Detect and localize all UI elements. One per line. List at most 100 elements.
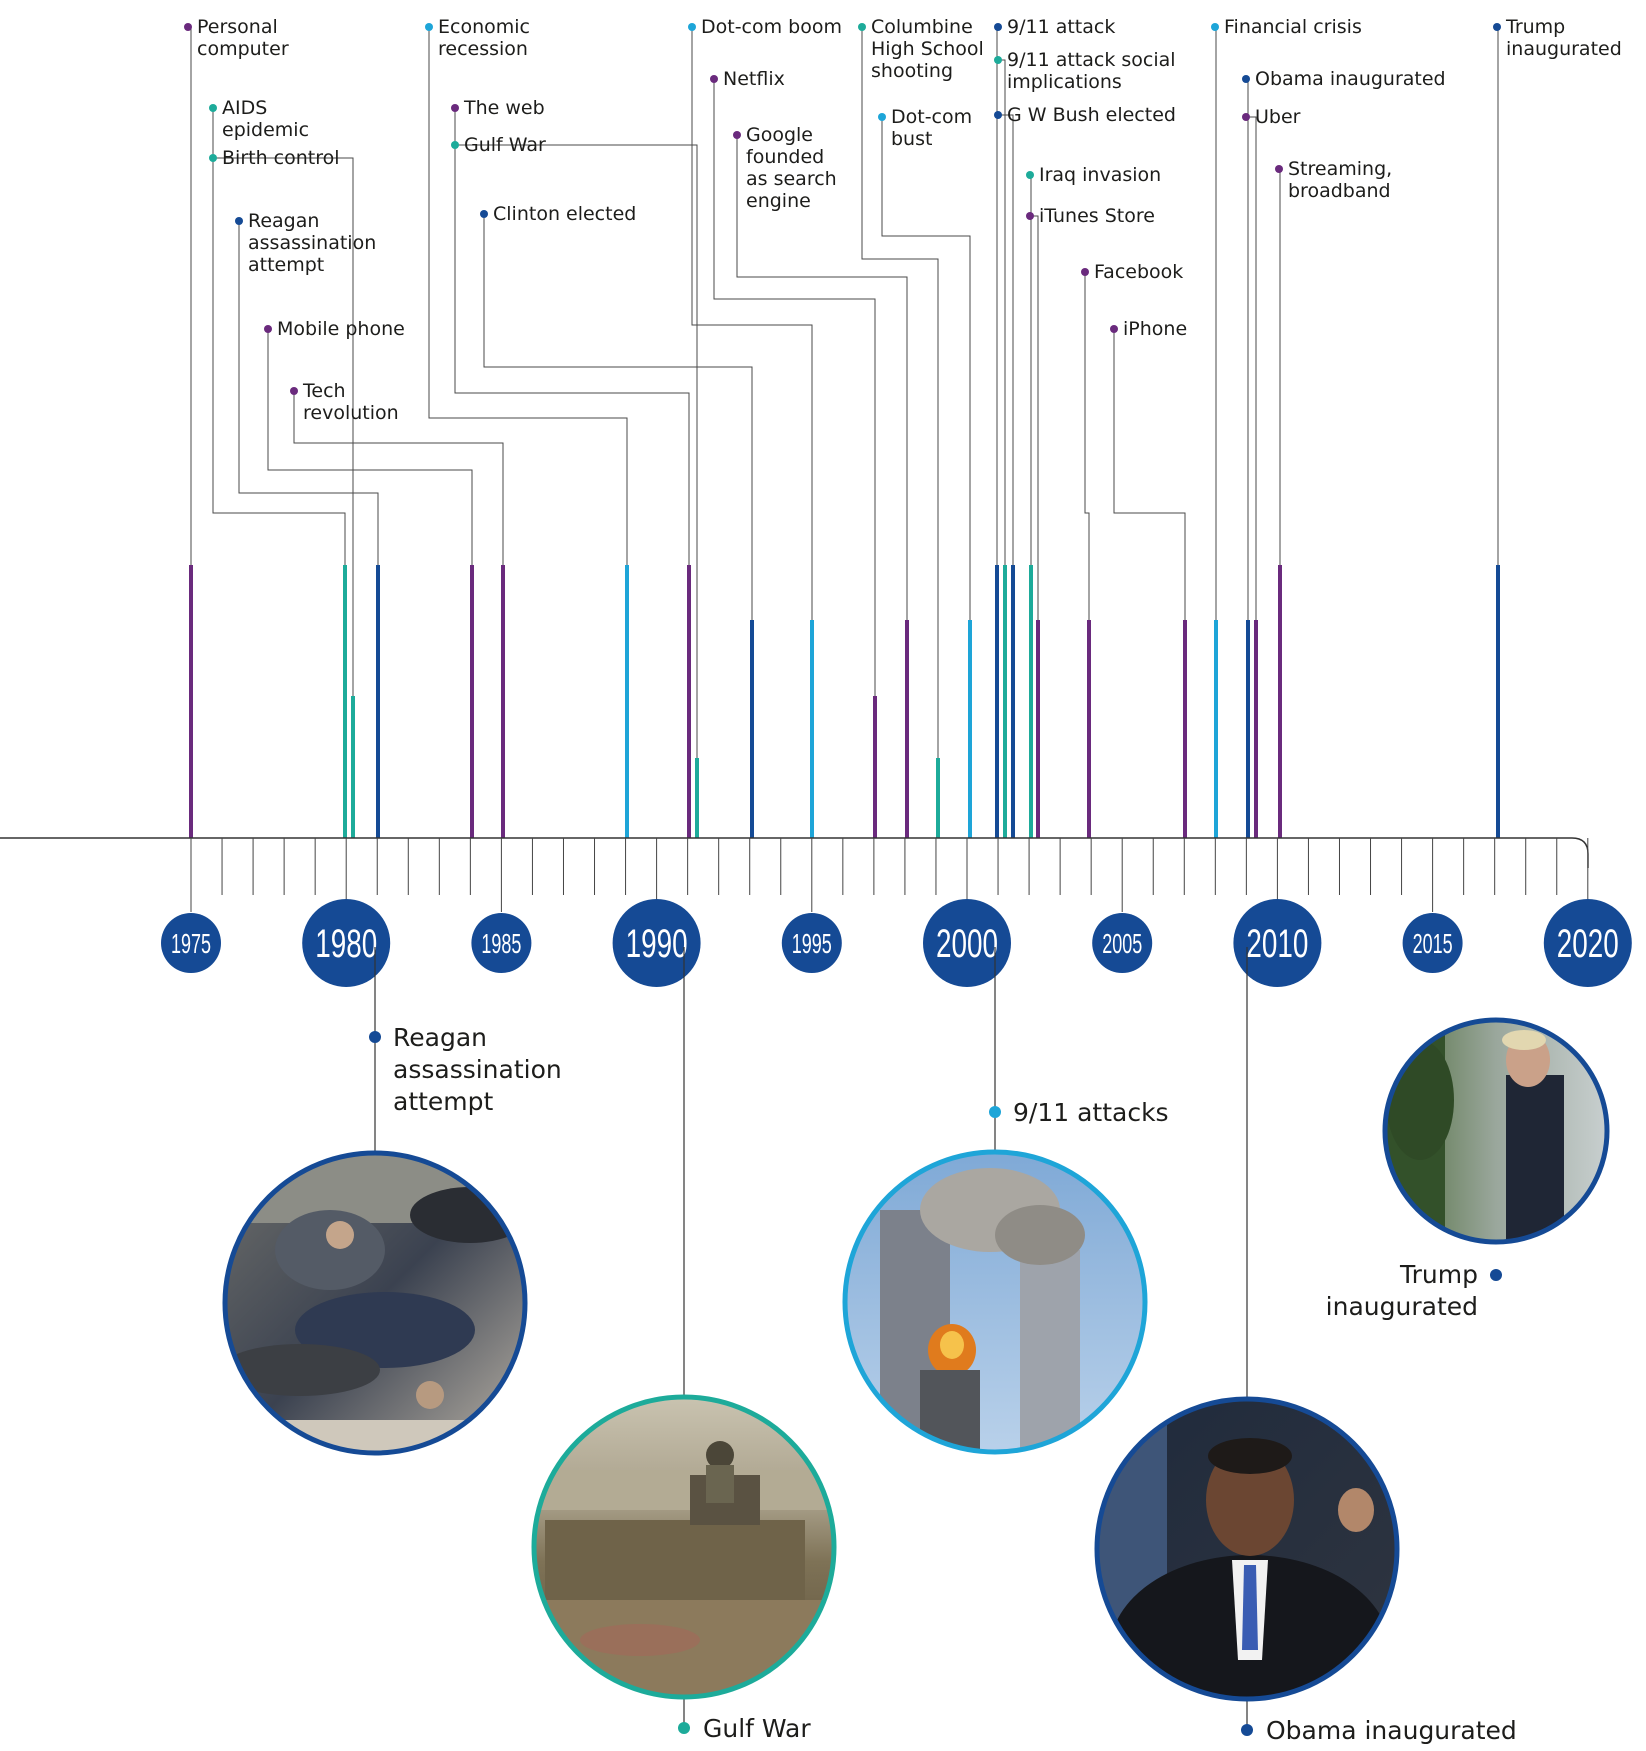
event-bar-mobile-phone xyxy=(470,565,474,838)
event-dot-uber xyxy=(1242,113,1250,121)
event-dot-tech-revolution xyxy=(290,387,298,395)
event-bar-netflix xyxy=(873,696,877,838)
year-marker-1990: 1990 xyxy=(612,899,701,987)
gulf-war-tank-photo xyxy=(534,1397,834,1697)
event-label-obama-inaugurated: Obama inaugurated xyxy=(1255,68,1446,90)
callout-dot-911 xyxy=(989,1106,1001,1118)
callout-dot-gulf-war xyxy=(678,1722,690,1734)
event-dot-dot-com-boom xyxy=(688,23,696,31)
event-dot-9-11-attack xyxy=(994,23,1002,31)
event-label-the-web: The web xyxy=(463,97,545,119)
year-label-2015: 2015 xyxy=(1413,928,1453,959)
connector-streming-broadband xyxy=(1279,168,1281,565)
event-iphone: iPhone xyxy=(1110,318,1187,340)
callout-dot-trump xyxy=(1490,1269,1502,1281)
event-bar-streming-broadband xyxy=(1278,565,1282,838)
connector-the-web xyxy=(454,108,690,565)
event-gulf-war: Gulf War xyxy=(451,134,546,156)
year-marker-1995: 1995 xyxy=(781,913,842,973)
event-dot-itunes-store xyxy=(1026,212,1034,220)
event-iraq-invasion: Iraq invasion xyxy=(1026,164,1161,186)
connector-netflix xyxy=(713,79,876,696)
event-bar-financial-crisis xyxy=(1214,620,1218,838)
connector-mobile-phone xyxy=(267,329,473,565)
event-bar-uber xyxy=(1254,620,1258,838)
event-dot-columbine-high-school-shooting xyxy=(858,23,866,31)
event-dot-iraq-invasion xyxy=(1026,171,1034,179)
year-marker-2015: 2015 xyxy=(1402,913,1463,973)
year-marker-2000: 2000 xyxy=(923,899,1011,987)
reagan-assassination-photo xyxy=(225,1153,525,1453)
event-label-facebook: Facebook xyxy=(1094,261,1183,283)
event-dot-dot-com-bust xyxy=(878,113,886,121)
event-dot-google-founded-as-search-engine xyxy=(733,131,741,139)
event-bar-obama-inaugurated xyxy=(1246,620,1250,838)
obama-photo xyxy=(1097,1399,1397,1699)
event-dot-trump-inaugurated xyxy=(1493,23,1501,31)
event-bar-9-11-attack-social-implications xyxy=(1003,565,1007,838)
event-bar-dot-com-boom xyxy=(810,620,814,838)
connector-iraq-invasion xyxy=(1030,174,1032,565)
event-dot-iphone xyxy=(1110,325,1118,333)
event-dot-birth-control xyxy=(209,154,217,162)
connector-9-11-attack xyxy=(996,26,998,565)
event-label-streming-broadband: Streaming,broadband xyxy=(1288,158,1392,202)
event-dot-gulf-war xyxy=(451,141,459,149)
event-dot-personal-computer xyxy=(184,23,192,31)
event-label-clinton-elected: Clinton elected xyxy=(493,203,636,225)
connector-tech-revolution xyxy=(293,391,504,565)
year-marker-2020: 2020 xyxy=(1543,899,1632,987)
event-dot-9-11-attack-social-implications xyxy=(994,56,1002,64)
connector-iphone xyxy=(1113,329,1186,620)
year-label-1975: 1975 xyxy=(171,928,211,959)
event-dot-economic-recession xyxy=(425,23,433,31)
axis-ticks xyxy=(190,838,1589,912)
connector-gulf-war xyxy=(455,144,698,758)
event-dot-g-w-bush-elected xyxy=(994,111,1002,119)
event-label-birth-control: Birth control xyxy=(222,147,340,169)
year-label-2010: 2010 xyxy=(1246,922,1308,966)
event-dot-streming-broadband xyxy=(1275,165,1283,173)
event-dot-aids-epidemic xyxy=(209,104,217,112)
event-bar-itunes-store xyxy=(1036,620,1040,838)
event-label-uber: Uber xyxy=(1255,106,1301,128)
event-bar-iphone xyxy=(1183,620,1187,838)
event-9-11-attack: 9/11 attack xyxy=(994,16,1115,38)
event-connector-lines xyxy=(190,26,1499,758)
event-the-web: The web xyxy=(451,97,545,119)
connector-columbine-high-school-shooting xyxy=(861,27,939,758)
year-marker-1985: 1985 xyxy=(471,913,532,973)
event-uber: Uber xyxy=(1242,106,1301,128)
event-bar-reagan-assassination-attempt xyxy=(376,565,380,838)
event-obama-inaugurated: Obama inaugurated xyxy=(1242,68,1446,90)
event-bar-g-w-bush-elected xyxy=(1011,565,1015,838)
year-label-1995: 1995 xyxy=(792,928,832,959)
event-bar-columbine-high-school-shooting xyxy=(936,758,940,838)
year-marker-1980: 1980 xyxy=(302,899,391,987)
event-dot-obama-inaugurated xyxy=(1242,75,1250,83)
event-facebook: Facebook xyxy=(1081,261,1183,283)
year-marker-2005: 2005 xyxy=(1092,913,1153,973)
connector-9-11-attack-social-implications xyxy=(998,59,1006,565)
event-bar-trump-inaugurated xyxy=(1496,565,1500,838)
event-dot-financial-crisis xyxy=(1211,23,1219,31)
event-netflix: Netflix xyxy=(710,68,785,90)
year-label-2000: 2000 xyxy=(936,922,998,966)
callout-label-911: 9/11 attacks xyxy=(1013,1098,1169,1127)
event-dot-the-web xyxy=(451,104,459,112)
year-label-2020: 2020 xyxy=(1557,922,1619,966)
